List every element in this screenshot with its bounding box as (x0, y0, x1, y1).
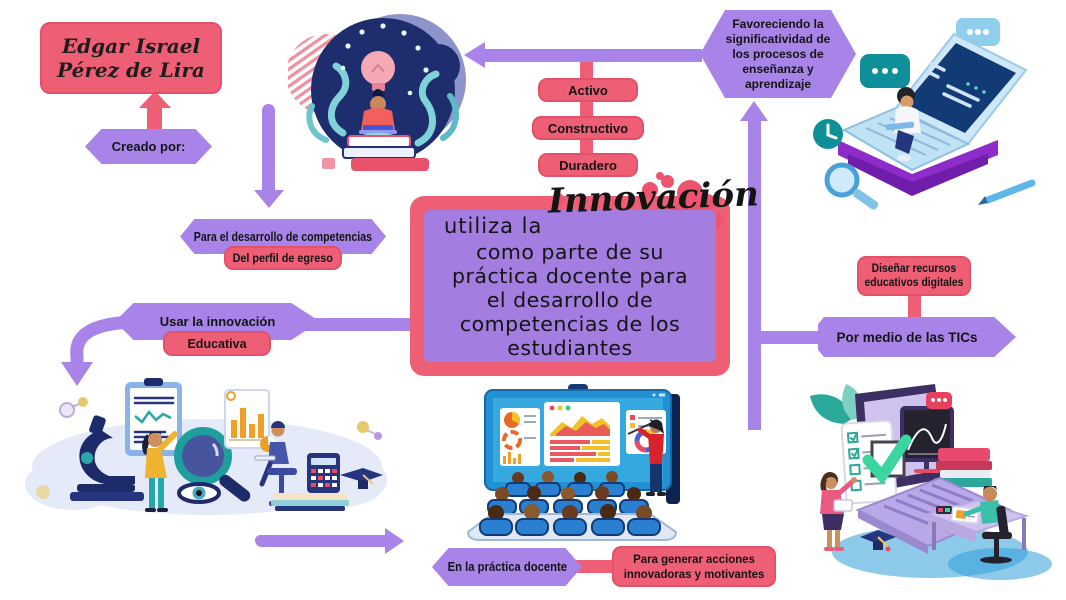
disenar-recursos-node: Diseñar recursos educativos digitales (857, 256, 971, 296)
generar-label: Para generar acciones innovadoras y moti… (624, 552, 765, 582)
desarrollo-competencias-node: Para el desarrollo de competencias (180, 219, 386, 254)
arrow-stem (748, 120, 761, 430)
perfil-label: Del perfil de egreso (232, 251, 334, 265)
generar-line2: innovadoras y motivantes (623, 566, 765, 581)
practica-label: En la práctica docente (447, 560, 567, 574)
favoreciendo-label: Favoreciendo la significatividad de los … (725, 16, 831, 91)
author-name-card: Edgar Israel Pérez de Lira (40, 22, 222, 94)
connector-bar (575, 560, 617, 573)
arrow-up-icon (740, 101, 768, 121)
connector-bar (908, 292, 921, 320)
quality-activo-node: Activo (538, 78, 638, 102)
workspace-desk-illustration (810, 384, 1052, 580)
central-body-line: estudiantes (507, 336, 633, 360)
disenar-line1: Diseñar recursos (871, 263, 957, 275)
educativa-label: Educativa (187, 336, 247, 351)
arrow-stem (255, 535, 387, 547)
arrow-stem (484, 49, 702, 62)
blob-decoration (642, 182, 658, 198)
arrow-right-icon (385, 528, 404, 554)
generar-acciones-node: Para generar acciones innovadoras y moti… (612, 546, 776, 587)
central-body-line: como parte de su (476, 240, 664, 264)
tics-node: Por medio de las TICs (818, 317, 1016, 357)
duradero-label: Duradero (559, 157, 617, 173)
generar-line1: Para generar acciones (633, 551, 755, 566)
connector-bar (755, 331, 821, 344)
practica-docente-node: En la práctica docente (432, 548, 582, 586)
blob-decoration (656, 172, 664, 180)
created-by-label: Creado por: (111, 139, 186, 154)
arrow-down-icon (254, 190, 284, 208)
blob-decoration (552, 193, 564, 205)
educativa-node: Educativa (163, 331, 271, 356)
central-intro-text: utiliza la (444, 214, 543, 238)
innovacion-title: Innovación (547, 174, 760, 222)
arrow-stem (262, 104, 275, 192)
blob-decoration (697, 194, 717, 214)
author-name-line1: Edgar Israel (61, 34, 201, 58)
arrow-stem (147, 106, 162, 133)
created-by-node: Creado por: (85, 129, 212, 164)
central-body-line: el desarrollo de (486, 288, 654, 312)
favoreciendo-node: Favoreciendo la significatividad de los … (700, 10, 856, 98)
author-name-line2: Pérez de Lira (57, 58, 205, 82)
perfil-egreso-node: Del perfil de egreso (224, 246, 342, 270)
quality-duradero-node: Duradero (538, 153, 638, 177)
ideas-lightbulb-illustration (288, 14, 466, 171)
blob-decoration (661, 175, 674, 188)
central-body-line: práctica docente para (451, 264, 689, 288)
elearning-laptop-illustration (813, 18, 1036, 210)
tics-label: Por medio de las TICs (836, 329, 978, 345)
disenar-line2: educativos digitales (864, 277, 964, 289)
disenar-label: Diseñar recursos educativos digitales (865, 262, 964, 290)
arrow-up-icon (139, 91, 171, 108)
constructivo-label: Constructivo (547, 120, 629, 136)
arrow-left-icon (464, 42, 485, 68)
central-topic-panel (424, 210, 716, 362)
connector-bar (300, 318, 415, 331)
research-analysis-illustration (25, 378, 387, 515)
desarrollo-label: Para el desarrollo de competencias (193, 229, 373, 244)
activo-label: Activo (568, 82, 608, 98)
central-body-text: como parte de su práctica docente para e… (424, 240, 716, 360)
virtual-classroom-illustration (466, 384, 680, 541)
usar-label: Usar la innovación (159, 314, 276, 329)
central-body-line: competencias de los (459, 312, 681, 336)
quality-constructivo-node: Constructivo (532, 116, 644, 140)
